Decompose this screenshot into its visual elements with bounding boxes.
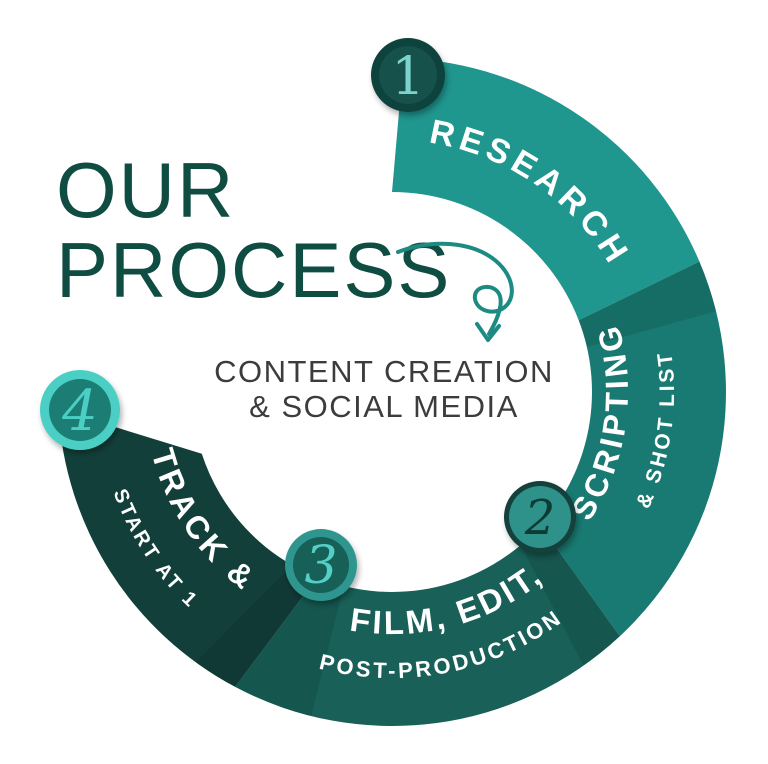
cut-shadow (578, 261, 717, 347)
segment-track (58, 409, 318, 687)
step-badge-4: 4 (40, 370, 120, 450)
segment-research (392, 58, 700, 321)
curved-arrow-icon (396, 241, 514, 342)
step-badge-2: 2 (504, 481, 576, 553)
badge-disc (509, 486, 571, 548)
cut-shadow (520, 525, 620, 666)
badge-disc (293, 537, 349, 593)
page-title-line2: PROCESS (56, 226, 451, 314)
badge-disc (49, 379, 111, 441)
step-badge-1: 1 (371, 38, 445, 112)
badge-number: 1 (391, 47, 424, 107)
badge-number: 2 (524, 490, 556, 546)
center-label-line2: & SOCIAL MEDIA (249, 389, 519, 424)
segment-scripting (540, 261, 726, 637)
segment-film (235, 525, 620, 727)
cut-shadow (235, 577, 344, 717)
cut-shadow (195, 565, 318, 687)
page-title-line1: OUR (56, 146, 235, 234)
badge-disc (379, 46, 437, 104)
badge-number: 3 (304, 536, 337, 596)
badge-number: 4 (61, 379, 98, 444)
center-label-line1: CONTENT CREATION (214, 354, 554, 389)
step-badge-3: 3 (285, 529, 357, 601)
